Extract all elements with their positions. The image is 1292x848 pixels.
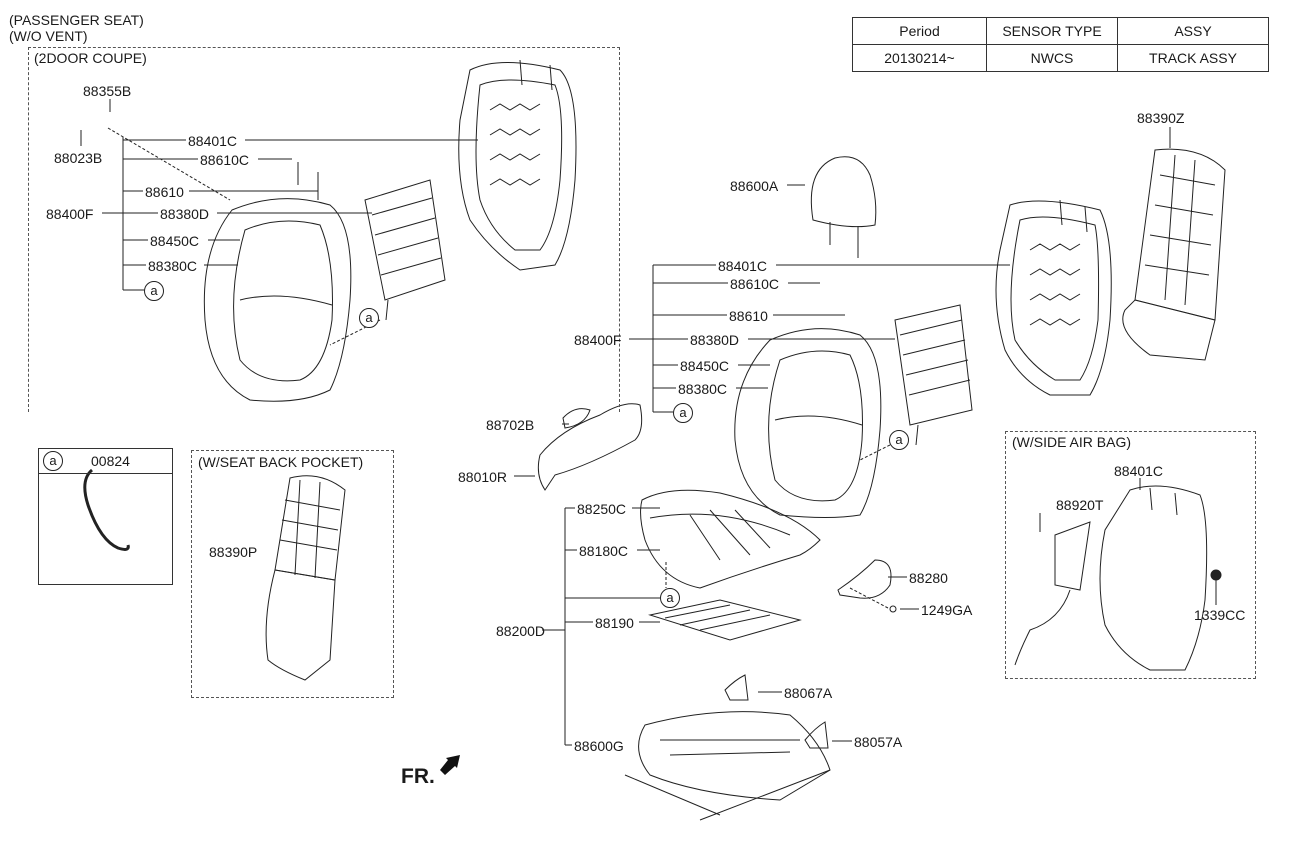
part-label-88600a[interactable]: 88600A [730, 178, 779, 194]
part-label-88600g[interactable]: 88600G [574, 738, 624, 754]
part-label-88010r[interactable]: 88010R [458, 469, 508, 485]
part-label-88023b[interactable]: 88023B [54, 150, 103, 166]
recliner-cover [837, 559, 892, 599]
ref-circle-a: a [889, 430, 909, 450]
seat-back-pocket-board [265, 475, 346, 681]
front-arrow-icon [440, 755, 460, 775]
pocket-section-title: (W/SEAT BACK POCKET) [198, 454, 364, 470]
part-label-88390p[interactable]: 88390P [209, 544, 258, 560]
part-label-1249ga[interactable]: 1249GA [921, 602, 973, 618]
airbag-section-frame [1005, 431, 1256, 679]
part-label-88057a[interactable]: 88057A [854, 734, 903, 750]
headrest [810, 156, 877, 258]
seat-type-heading: (PASSENGER SEAT) [9, 12, 144, 28]
spec-period-value: 20130214~ [852, 44, 987, 72]
ref-circle-a: a [144, 281, 164, 301]
seat-back-board [1122, 148, 1226, 361]
pocket-section-frame [191, 450, 394, 698]
part-label-88400f-main[interactable]: 88400F [574, 332, 622, 348]
side-airbag-module [1014, 521, 1091, 666]
ref-circle-a: a [359, 308, 379, 328]
ref-circle-a: a [660, 588, 680, 608]
coupe-leader-lines [80, 99, 478, 291]
bracket-88067a [724, 674, 749, 701]
spec-header-period: Period [852, 17, 987, 45]
part-label-88380c-main[interactable]: 88380C [678, 381, 728, 397]
spec-header-assy: ASSY [1117, 17, 1269, 45]
part-label-88401c-main[interactable]: 88401C [718, 258, 768, 274]
part-label-88280[interactable]: 88280 [909, 570, 948, 586]
part-label-88067a[interactable]: 88067A [784, 685, 833, 701]
part-label-88702b[interactable]: 88702B [486, 417, 535, 433]
part-label-88180c[interactable]: 88180C [579, 543, 629, 559]
side-cover [537, 403, 643, 491]
part-label-88401c-airbag[interactable]: 88401C [1114, 463, 1164, 479]
part-label-88610c-main[interactable]: 88610C [730, 276, 780, 292]
airbag-seat-frame [1099, 485, 1208, 671]
main-seat-frame [995, 199, 1112, 396]
vent-option-heading: (W/O VENT) [9, 28, 88, 44]
main-spring-mat [894, 304, 973, 446]
part-label-88610[interactable]: 88610 [145, 184, 184, 200]
part-label-88380c[interactable]: 88380C [148, 258, 198, 274]
part-label-88401c[interactable]: 88401C [188, 133, 238, 149]
reference-part-box-header [38, 448, 173, 474]
part-label-88450c-main[interactable]: 88450C [680, 358, 730, 374]
front-direction-label: FR. [401, 765, 435, 788]
main-seat-back-pad [734, 328, 882, 518]
spec-assy-value: TRACK ASSY [1117, 44, 1269, 72]
spec-header-sensor-type: SENSOR TYPE [986, 17, 1118, 45]
part-label-88400f[interactable]: 88400F [46, 206, 94, 222]
seat-track [624, 711, 831, 821]
seat-cushion-mat [648, 599, 802, 641]
part-label-88450c[interactable]: 88450C [150, 233, 200, 249]
part-label-00824[interactable]: 00824 [91, 453, 130, 469]
airbag-section-title: (W/SIDE AIR BAG) [1012, 434, 1132, 450]
part-label-88200d[interactable]: 88200D [496, 623, 546, 639]
part-label-88610c[interactable]: 88610C [200, 152, 250, 168]
part-label-88380d-main[interactable]: 88380D [690, 332, 740, 348]
spec-sensor-type-value: NWCS [986, 44, 1118, 72]
clip-00824 [83, 468, 130, 551]
part-label-88610-main[interactable]: 88610 [729, 308, 768, 324]
spec-table: Period SENSOR TYPE ASSY 20130214~ NWCS T… [852, 17, 1269, 72]
coupe-seat-back-pad [203, 198, 352, 402]
part-label-88250c[interactable]: 88250C [577, 501, 627, 517]
bracket-88057a [804, 721, 829, 749]
coupe-seat-frame [458, 59, 577, 271]
part-label-88390z[interactable]: 88390Z [1137, 110, 1185, 126]
spec-table-header-row: Period SENSOR TYPE ASSY [852, 17, 1269, 45]
seat-cushion [640, 489, 821, 589]
part-label-88380d[interactable]: 88380D [160, 206, 210, 222]
coupe-spring-mat [364, 179, 446, 321]
ref-circle-a: a [673, 403, 693, 423]
coupe-section-frame [28, 47, 620, 412]
part-label-88920t[interactable]: 88920T [1056, 497, 1104, 513]
spec-table-row: 20130214~ NWCS TRACK ASSY [852, 44, 1269, 72]
part-label-88190[interactable]: 88190 [595, 615, 634, 631]
coupe-section-title: (2DOOR COUPE) [34, 50, 147, 66]
part-label-1339cc[interactable]: 1339CC [1194, 607, 1246, 623]
part-label-88355b[interactable]: 88355B [83, 83, 132, 99]
ref-circle-a: a [43, 451, 63, 471]
